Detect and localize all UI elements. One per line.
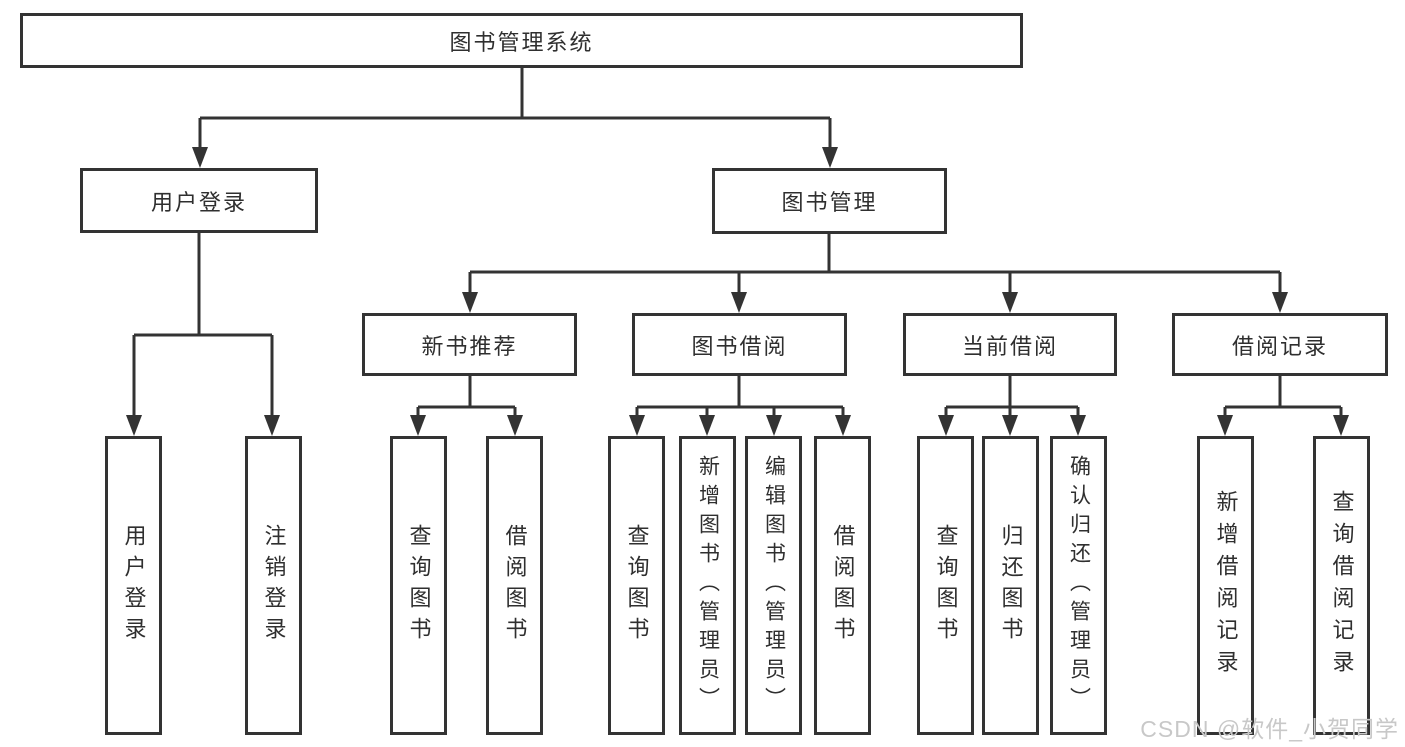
leaf-borrow-books: 借阅图书 (814, 436, 871, 735)
leaf-query-books-current: 查询图书 (917, 436, 974, 735)
node-user-login: 用户登录 (80, 168, 318, 233)
leaf-add-borrow-record-label: 新增借阅记录 (1213, 489, 1239, 682)
leaf-return-books-label: 归还图书 (998, 523, 1024, 648)
leaf-edit-books-admin-label: 编辑图书（管理员） (762, 455, 786, 716)
node-book-borrow-label: 图书借阅 (691, 333, 788, 359)
leaf-add-borrow-record: 新增借阅记录 (1197, 436, 1254, 735)
leaf-query-borrow-record-label: 查询借阅记录 (1329, 489, 1355, 682)
leaf-logout-label: 注销登录 (261, 523, 287, 648)
node-new-book-recommend: 新书推荐 (362, 313, 577, 376)
leaf-confirm-return-admin-label: 确认归还（管理员） (1067, 455, 1091, 716)
leaf-query-borrow-record: 查询借阅记录 (1313, 436, 1370, 735)
node-borrow-records-label: 借阅记录 (1231, 333, 1328, 359)
leaf-confirm-return-admin: 确认归还（管理员） (1050, 436, 1107, 735)
leaf-borrow-books-label: 借阅图书 (830, 523, 856, 648)
node-current-borrow: 当前借阅 (903, 313, 1117, 376)
leaf-query-books-borrow: 查询图书 (608, 436, 665, 735)
leaf-query-books-borrow-label: 查询图书 (624, 523, 650, 648)
leaf-return-books: 归还图书 (982, 436, 1039, 735)
node-user-login-label: 用户登录 (150, 189, 247, 215)
csdn-watermark: CSDN @软件_小贺同学 (1140, 716, 1399, 742)
node-borrow-records: 借阅记录 (1172, 313, 1388, 376)
node-new-book-recommend-label: 新书推荐 (421, 333, 518, 359)
leaf-add-books-admin-label: 新增图书（管理员） (696, 455, 720, 716)
node-book-borrow: 图书借阅 (632, 313, 847, 376)
node-book-management-label: 图书管理 (781, 190, 878, 215)
leaf-logout: 注销登录 (245, 436, 302, 735)
leaf-user-login: 用户登录 (105, 436, 162, 735)
node-book-management: 图书管理 (712, 168, 947, 234)
node-library-system: 图书管理系统 (20, 13, 1023, 68)
leaf-query-books-recommend-label: 查询图书 (406, 523, 432, 648)
node-library-system-label: 图书管理系统 (449, 29, 594, 55)
leaf-query-books-recommend: 查询图书 (390, 436, 447, 735)
leaf-borrow-books-recommend-label: 借阅图书 (502, 523, 528, 648)
leaf-user-login-label: 用户登录 (121, 523, 147, 648)
leaf-query-books-current-label: 查询图书 (933, 523, 959, 648)
leaf-edit-books-admin: 编辑图书（管理员） (745, 436, 802, 735)
node-current-borrow-label: 当前借阅 (961, 333, 1058, 359)
leaf-borrow-books-recommend: 借阅图书 (486, 436, 543, 735)
leaf-add-books-admin: 新增图书（管理员） (679, 436, 736, 735)
